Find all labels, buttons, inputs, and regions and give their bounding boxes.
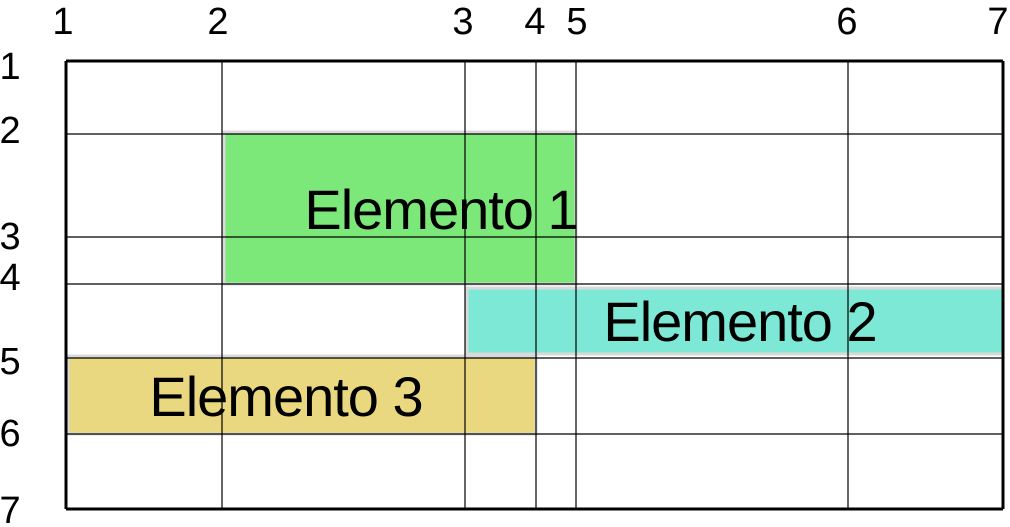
column-line-number-1: 1 (52, 1, 73, 43)
row-line-number-1: 1 (0, 46, 21, 88)
grid-item-1 (222, 130, 578, 286)
column-line-number-4: 4 (524, 1, 545, 43)
column-line-number-5: 5 (566, 1, 587, 43)
grid-lines (64, 59, 1005, 511)
row-line-number-7: 7 (0, 490, 21, 527)
column-line-number-3: 3 (452, 1, 473, 43)
grid-item-labels: Elemento 1 Elemento 2 Elemento 3 (149, 178, 877, 428)
row-line-number-3: 3 (0, 216, 21, 258)
row-line-number-4: 4 (0, 257, 21, 299)
row-line-number-6: 6 (0, 413, 21, 455)
grid-item-label-1: Elemento 1 (304, 178, 577, 241)
row-line-number-2: 2 (0, 110, 21, 152)
row-line-number-5: 5 (0, 341, 21, 383)
grid-item-3 (66, 354, 538, 436)
grid-item-label-2: Elemento 2 (603, 290, 876, 353)
column-line-number-7: 7 (987, 1, 1008, 43)
grid-item-2 (465, 286, 1005, 356)
grid-items (66, 130, 1005, 436)
column-line-number-2: 2 (207, 1, 228, 43)
grid-item-label-3: Elemento 3 (149, 365, 422, 428)
column-line-number-6: 6 (836, 1, 857, 43)
